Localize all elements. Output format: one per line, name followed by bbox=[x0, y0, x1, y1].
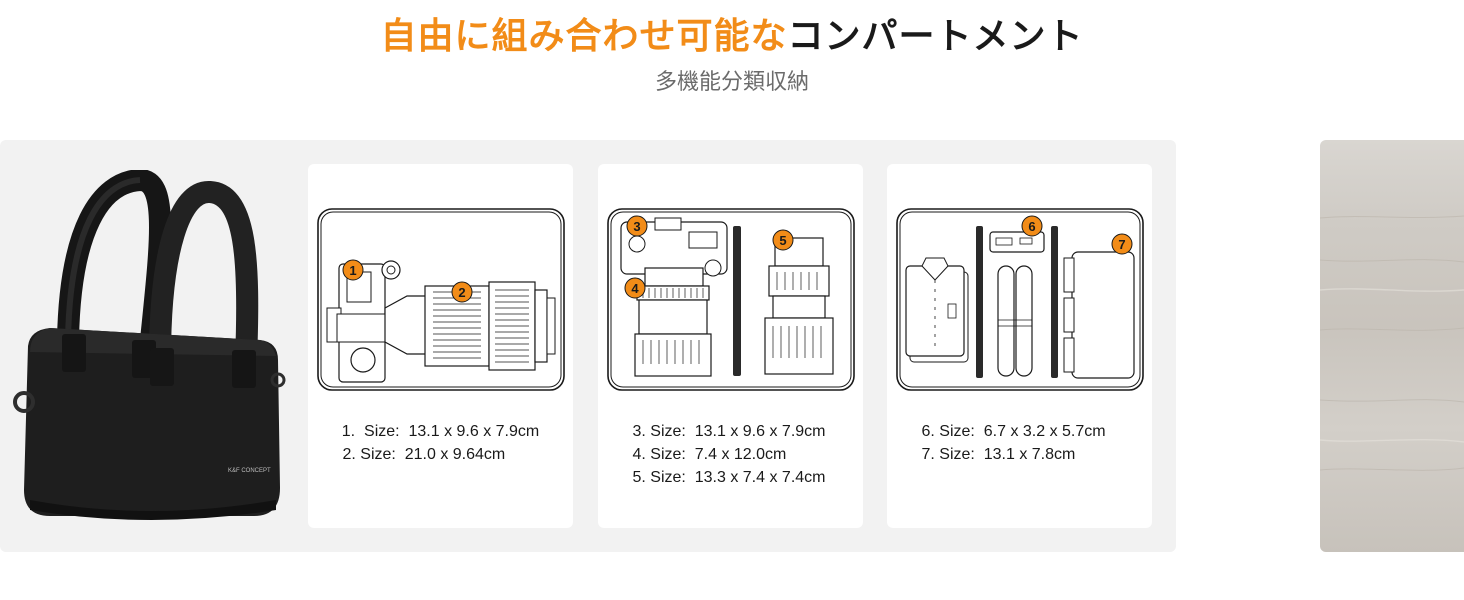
badge-3: 3 bbox=[626, 215, 648, 237]
spec-item: 1. Size: 13.1 x 9.6 x 7.9cm bbox=[341, 423, 540, 440]
camera-bag-image: K&F CONCEPT bbox=[13, 170, 286, 520]
svg-text:3: 3 bbox=[633, 219, 640, 234]
section-title: 自由に組み合わせ可能なコンパートメント bbox=[0, 14, 1464, 60]
svg-text:7: 7 bbox=[1118, 237, 1125, 252]
badge-7: 7 bbox=[1111, 233, 1133, 255]
spec-list: 3. Size: 13.1 x 9.6 x 7.9cm 4. Size: 7.4… bbox=[598, 420, 863, 489]
brand-logo: K&F CONCEPT bbox=[228, 468, 271, 474]
spec-list: 1. Size: 13.1 x 9.6 x 7.9cm 2. Size: 21.… bbox=[308, 420, 573, 466]
svg-text:4: 4 bbox=[631, 281, 639, 296]
spec-item: 4. Size: 7.4 x 12.0cm bbox=[632, 446, 787, 463]
compartment-card: 1 2 1. Size: 13.1 x 9.6 x 7.9cm 2. Size:… bbox=[308, 164, 573, 528]
wood-texture-image bbox=[1320, 215, 1464, 471]
compartment-panel: K&F CONCEPT bbox=[0, 140, 1176, 552]
title-rest: コンパートメント bbox=[787, 16, 1084, 57]
spec-list: 6. Size: 6.7 x 3.2 x 5.7cm 7. Size: 13.1… bbox=[887, 420, 1152, 466]
compartment-card: 6 7 6. Size: 6.7 x 3.2 x 5.7cm 7. Size: … bbox=[887, 164, 1152, 528]
spec-item: 5. Size: 13.3 x 7.4 x 7.4cm bbox=[632, 469, 826, 486]
badge-1: 1 bbox=[342, 259, 364, 281]
title-accent: 自由に組み合わせ可能な bbox=[380, 16, 788, 57]
svg-text:5: 5 bbox=[779, 233, 786, 248]
svg-text:6: 6 bbox=[1028, 219, 1035, 234]
badge-2: 2 bbox=[451, 281, 473, 303]
compartment-card: 3 4 5 3. Size: 13.1 x 9.6 x 7.9cm 4. Siz… bbox=[598, 164, 863, 528]
badge-4: 4 bbox=[624, 277, 646, 299]
compartment-diagram-lenses: 3 4 5 bbox=[607, 208, 855, 391]
svg-text:2: 2 bbox=[458, 285, 465, 300]
spec-item: 7. Size: 13.1 x 7.8cm bbox=[921, 446, 1076, 463]
spec-item: 6. Size: 6.7 x 3.2 x 5.7cm bbox=[921, 423, 1106, 440]
spec-item: 2. Size: 21.0 x 9.64cm bbox=[342, 446, 506, 463]
spec-item: 3. Size: 13.1 x 9.6 x 7.9cm bbox=[632, 423, 826, 440]
next-slide-photo[interactable] bbox=[1320, 140, 1464, 552]
badge-6: 6 bbox=[1021, 215, 1043, 237]
compartment-diagram-camera-lens: 1 2 bbox=[317, 208, 565, 391]
badge-5: 5 bbox=[772, 229, 794, 251]
svg-text:1: 1 bbox=[349, 263, 356, 278]
section-subtitle: 多機能分類収納 bbox=[654, 70, 809, 95]
compartment-diagram-accessories: 6 7 bbox=[896, 208, 1144, 391]
